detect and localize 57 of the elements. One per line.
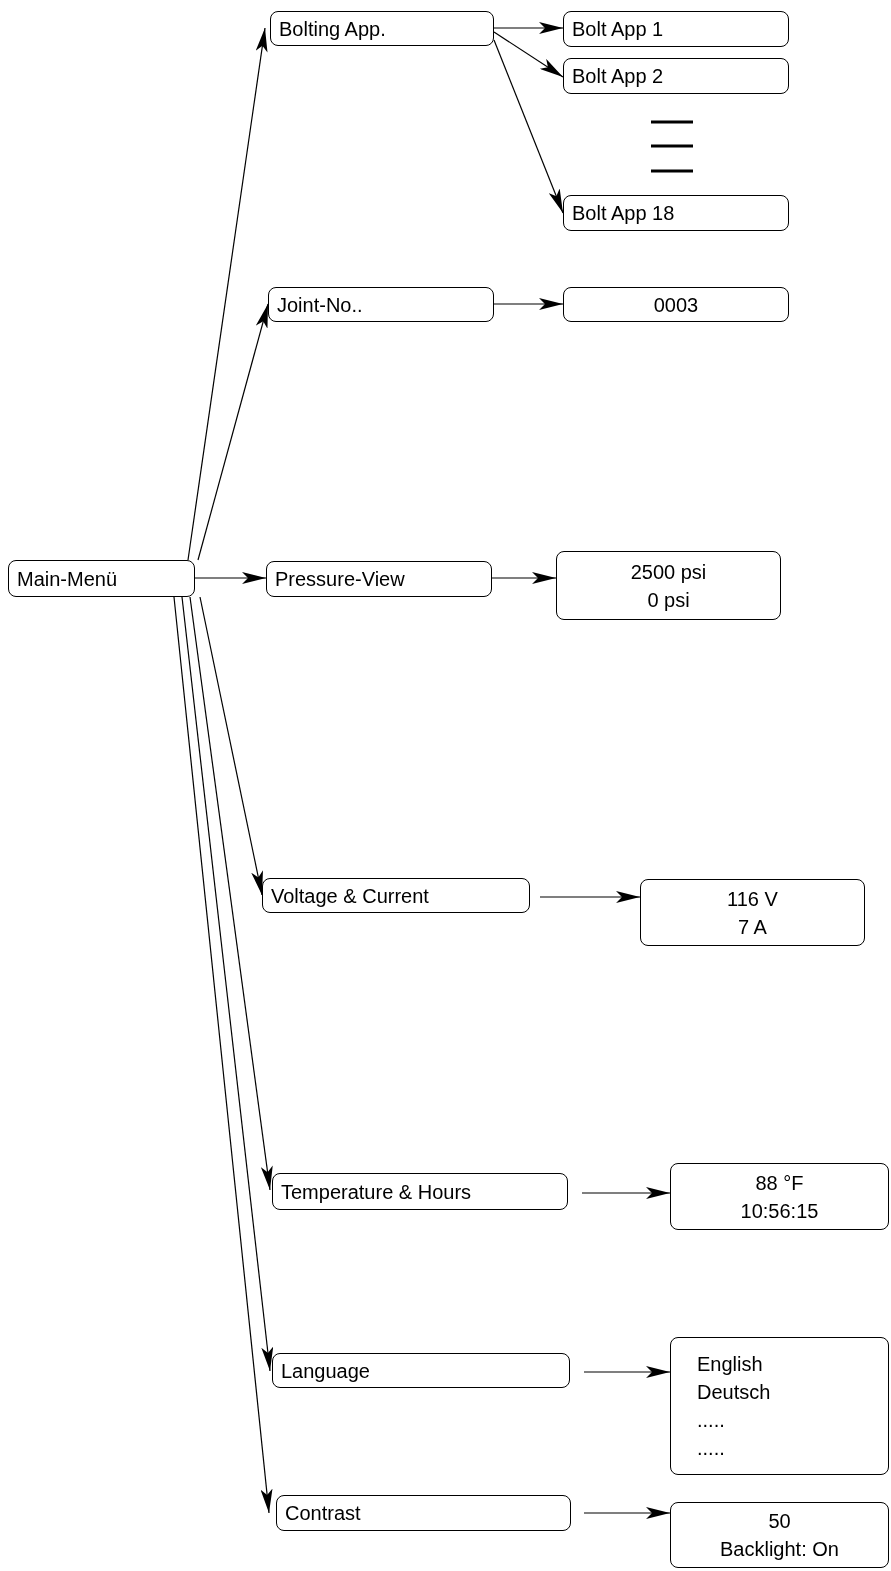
menu-box [563, 287, 789, 322]
box-text: Bolt App 18 [572, 201, 675, 226]
arrow [539, 891, 641, 903]
value-display-box [670, 1337, 889, 1475]
value-display-box [670, 1163, 889, 1230]
box-text: Pressure-View [275, 567, 405, 592]
box-text: Contrast [285, 1501, 361, 1526]
menu-box [276, 1495, 571, 1531]
box-text: 0003 [653, 292, 699, 318]
arrow [194, 572, 267, 584]
menu-box [262, 878, 530, 913]
arrow [199, 596, 263, 896]
value-display-box [670, 1502, 889, 1568]
arrow [493, 31, 564, 78]
menu-box [266, 561, 492, 597]
box-text: 116 V [727, 886, 778, 912]
box-text: 7 A [738, 914, 767, 940]
arrow [493, 39, 564, 214]
box-text: Bolt App 1 [572, 17, 664, 42]
menu-box [272, 1173, 568, 1210]
box-text: ..... [697, 1408, 725, 1433]
box-text: Backlight: On [720, 1537, 839, 1562]
menu-box [563, 58, 789, 94]
arrow [583, 1366, 671, 1378]
box-text: ..... [697, 1436, 725, 1461]
box-text: Deutsch [697, 1380, 771, 1405]
box-text: 50 [768, 1509, 791, 1534]
menu-box [272, 1353, 570, 1388]
box-text: 88 °F [755, 1170, 804, 1196]
box-text: Bolting App. [279, 16, 386, 42]
box-text: 0 psi [647, 587, 690, 613]
value-display-box [640, 879, 865, 946]
arrow [187, 27, 268, 561]
arrow [581, 1187, 671, 1199]
menu-box [8, 560, 195, 597]
box-text: Voltage & Current [271, 883, 429, 909]
box-text: 2500 psi [630, 559, 707, 585]
arrow [189, 596, 273, 1191]
menu-box [563, 195, 789, 231]
arrow [493, 22, 564, 34]
arrow [173, 596, 273, 1514]
arrow [197, 303, 269, 561]
box-text: Language [281, 1358, 370, 1384]
box-text: Main-Menü [17, 566, 118, 592]
menu-box [268, 287, 494, 322]
box-text: Temperature & Hours [281, 1179, 472, 1205]
arrow [491, 572, 557, 584]
value-display-box [556, 551, 781, 620]
menu-box [563, 11, 789, 47]
box-text: 10:56:15 [740, 1198, 819, 1224]
arrow [493, 298, 564, 310]
box-text: Joint-No.. [277, 292, 363, 318]
box-text: Bolt App 2 [572, 64, 664, 89]
arrow [181, 596, 274, 1372]
arrow [583, 1507, 671, 1519]
menu-box [270, 11, 494, 46]
box-text: English [697, 1352, 763, 1377]
